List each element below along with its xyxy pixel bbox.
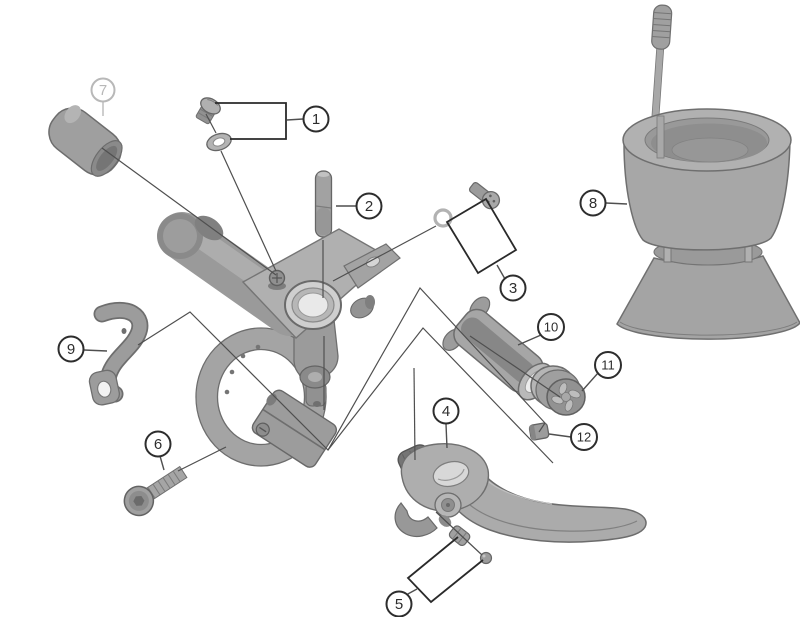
adjuster-axis (413, 367, 416, 461)
callout-10-number: 10 (544, 320, 558, 335)
callout-12-number: 12 (577, 430, 591, 445)
callout-4-number: 4 (442, 403, 450, 420)
callout-3-number: 3 (509, 280, 517, 297)
part-6-clamp-bolt (123, 465, 188, 517)
assembly-lines (101, 113, 561, 556)
callout-3-leader (496, 264, 506, 280)
part-8-bleed-funnel (616, 4, 800, 340)
routing-zigzag-b (327, 327, 554, 464)
callout-7-number: 7 (99, 82, 107, 99)
callout-12-leader (548, 433, 572, 438)
callout-11-leader (581, 372, 599, 392)
callout-10-leader (517, 334, 542, 346)
bolt-axis (177, 446, 227, 472)
part-4-lever-assembly (394, 443, 647, 543)
callout-8-leader (605, 202, 628, 205)
callout-11-number: 11 (601, 358, 615, 373)
callout-1-number: 1 (312, 111, 320, 128)
callout-4-leader (445, 423, 448, 449)
callout-11: 11 (594, 351, 622, 379)
lever-hardware-axis (435, 511, 483, 556)
bracket-part-1 (215, 102, 287, 140)
part-3-bleed-screw (468, 182, 501, 210)
clamp-block (251, 389, 338, 468)
callout-2-number: 2 (365, 198, 373, 215)
callout-2: 2 (355, 192, 383, 220)
screw-washer-axis (205, 113, 217, 134)
callout-9-number: 9 (67, 341, 75, 358)
routing-zigzag-a (137, 286, 546, 451)
callout-5: 5 (385, 590, 413, 617)
callout-7: 7 (90, 77, 116, 103)
part-7-cover (48, 105, 123, 177)
callout-8: 8 (579, 189, 607, 217)
sleeve-cap-axis (469, 335, 561, 398)
callout-9-leader (83, 349, 108, 352)
callout-5-number: 5 (395, 596, 403, 613)
callout-10: 10 (537, 313, 565, 341)
grouping-brackets (215, 102, 518, 604)
part-1-washer (206, 132, 232, 152)
bracket-part-5 (406, 536, 484, 604)
part-11-reservoir-cap (530, 365, 586, 416)
body-screw (268, 269, 286, 290)
part-3-oring (433, 208, 453, 228)
callout-6-number: 6 (154, 436, 162, 453)
oring-axis (332, 225, 437, 282)
part-master-cylinder-body (157, 212, 401, 468)
reservoir-bore (284, 280, 342, 330)
callout-6-leader (159, 455, 165, 471)
callout-3: 3 (499, 274, 527, 302)
callout-1: 1 (302, 105, 330, 133)
callout-6: 6 (144, 430, 172, 458)
callout-12: 12 (570, 423, 598, 451)
part-1-screw (195, 97, 221, 125)
part-9-clamp-band (88, 301, 149, 406)
callout-1-leader (286, 118, 304, 121)
callout-9: 9 (57, 335, 85, 363)
callout-8-number: 8 (589, 195, 597, 212)
part-12-bleed-block (528, 422, 550, 441)
part-2-pin (314, 170, 333, 238)
callout-4: 4 (432, 397, 460, 425)
washer-body-axis (220, 150, 277, 272)
cover-assembly-line (101, 147, 277, 276)
bracket-part-3 (445, 197, 518, 275)
